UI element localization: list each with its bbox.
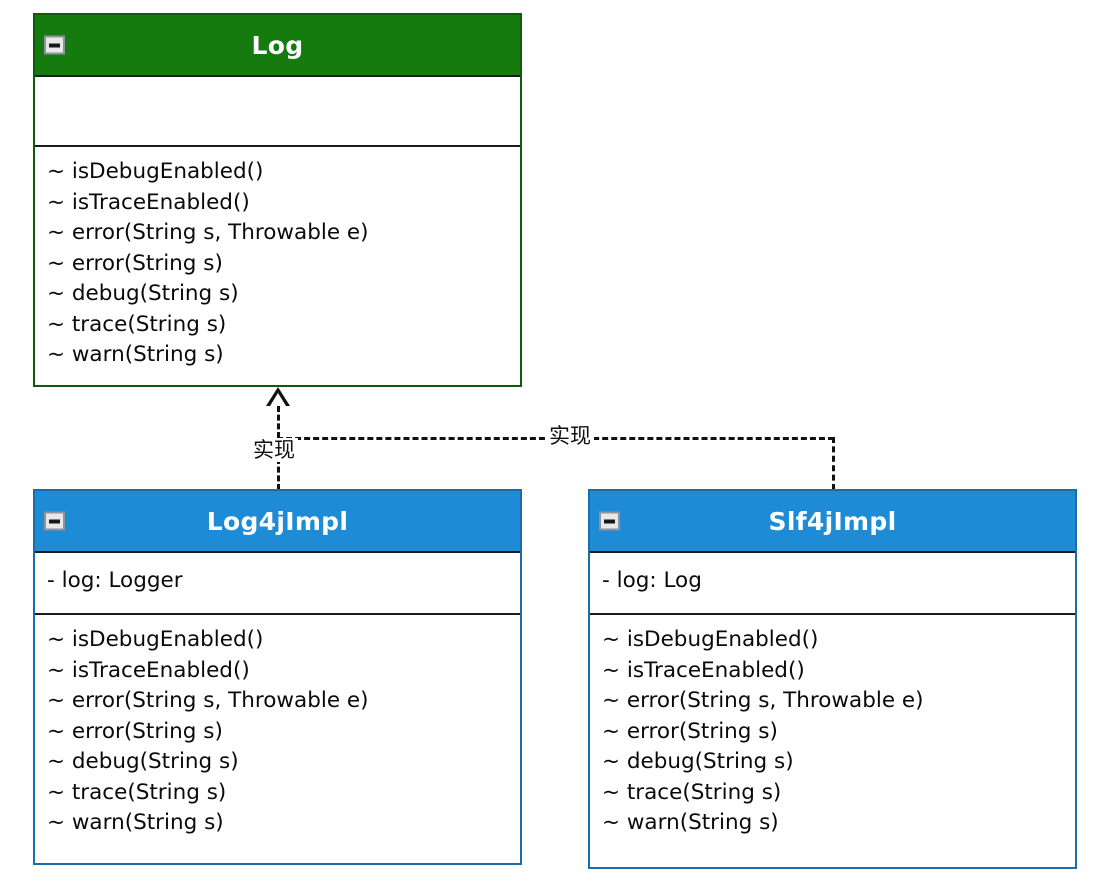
method-row: ~ debug(String s): [47, 749, 239, 774]
class-header-log4jimpl: Log4jImpl: [35, 491, 520, 551]
class-header-log: Log: [35, 15, 520, 75]
method-row: ~ error(String s, Throwable e): [47, 220, 369, 245]
attribute-row: - log: Logger: [47, 568, 183, 593]
method-row: ~ warn(String s): [602, 810, 779, 835]
attribute-row: - log: Log: [602, 568, 702, 593]
realization-line-slf4jimpl: [832, 437, 835, 490]
class-header-slf4jimpl: Slf4jImpl: [590, 491, 1075, 551]
minimize-icon[interactable]: [44, 35, 65, 55]
method-row: ~ isDebugEnabled(): [47, 159, 264, 184]
class-box-log[interactable]: Log ~ isDebugEnabled() ~ isTraceEnabled(…: [33, 13, 522, 387]
minimize-icon-bar: [604, 519, 615, 523]
methods-compartment-log4jimpl: ~ isDebugEnabled() ~ isTraceEnabled() ~ …: [35, 613, 520, 851]
method-row: ~ warn(String s): [47, 810, 224, 835]
minimize-icon[interactable]: [44, 511, 65, 531]
class-name-log4jimpl: Log4jImpl: [206, 506, 349, 536]
arrowhead-fill: [270, 393, 286, 406]
method-row: ~ debug(String s): [47, 281, 239, 306]
method-row: ~ warn(String s): [47, 342, 224, 367]
method-row: ~ isTraceEnabled(): [47, 189, 250, 215]
method-row: ~ error(String s): [602, 718, 778, 744]
relationship-label-log4jimpl: 实现: [250, 438, 298, 462]
method-row: ~ trace(String s): [47, 779, 227, 805]
method-row: ~ trace(String s): [602, 779, 782, 805]
method-row: ~ error(String s, Throwable e): [602, 688, 924, 713]
method-row: ~ isDebugEnabled(): [602, 627, 819, 652]
method-row: ~ error(String s, Throwable e): [47, 688, 369, 713]
method-row: ~ error(String s): [47, 718, 223, 744]
minimize-icon-bar: [49, 43, 60, 47]
attributes-compartment-slf4jimpl: - log: Log: [590, 551, 1075, 613]
method-row: ~ isTraceEnabled(): [602, 657, 805, 683]
method-row: ~ trace(String s): [47, 311, 227, 337]
attributes-compartment-log: [35, 75, 520, 145]
method-row: ~ isTraceEnabled(): [47, 657, 250, 683]
method-row: ~ debug(String s): [602, 749, 794, 774]
method-row: ~ error(String s): [47, 250, 223, 276]
class-box-log4jimpl[interactable]: Log4jImpl - log: Logger ~ isDebugEnabled…: [33, 489, 522, 865]
class-box-slf4jimpl[interactable]: Slf4jImpl - log: Log ~ isDebugEnabled() …: [588, 489, 1077, 869]
method-row: ~ isDebugEnabled(): [47, 627, 264, 652]
class-name-log: Log: [251, 30, 304, 60]
minimize-icon[interactable]: [599, 511, 620, 531]
relationship-label-slf4jimpl: 实现: [546, 424, 594, 448]
methods-compartment-log: ~ isDebugEnabled() ~ isTraceEnabled() ~ …: [35, 145, 520, 383]
attributes-compartment-log4jimpl: - log: Logger: [35, 551, 520, 613]
methods-compartment-slf4jimpl: ~ isDebugEnabled() ~ isTraceEnabled() ~ …: [590, 613, 1075, 851]
class-name-slf4jimpl: Slf4jImpl: [768, 506, 897, 536]
minimize-icon-bar: [49, 519, 60, 523]
